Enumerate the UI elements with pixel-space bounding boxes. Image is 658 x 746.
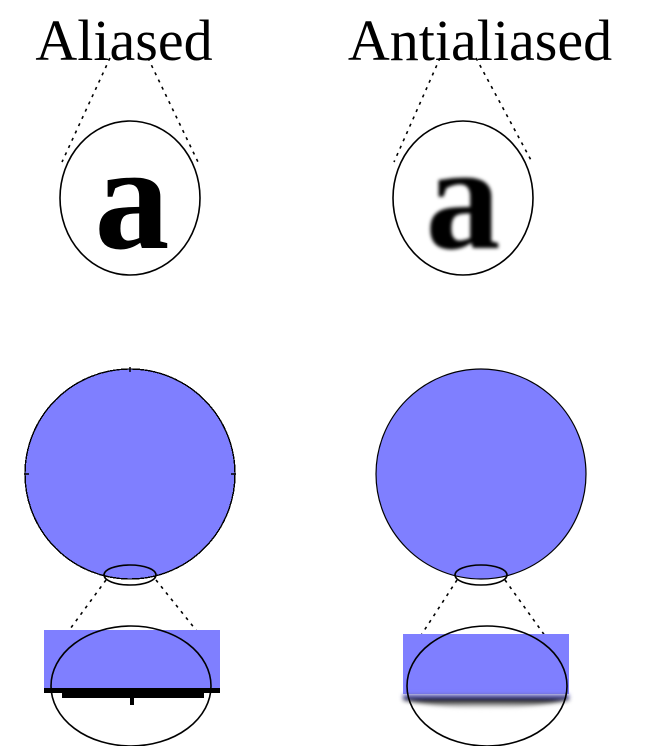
- lens-ellipse-antialiased: [454, 564, 508, 586]
- magnified-aliased-edge: [44, 625, 220, 746]
- title-aliased: Aliased: [35, 8, 212, 73]
- zoom-lines-aliased-text: [61, 57, 199, 163]
- aliased-glyph-letter: a: [95, 115, 170, 281]
- zoom-lines-antialiased-disc: [417, 579, 549, 641]
- lens-ellipse-aliased: [103, 564, 157, 586]
- antialiased-glyph-letter: a: [426, 115, 501, 281]
- title-antialiased: Antialiased: [348, 8, 612, 73]
- magnifier-circle-aliased-disc: [50, 625, 212, 746]
- magnifier-circle-antialiased-text: [392, 120, 534, 276]
- aliased-disc: [24, 367, 236, 580]
- magnified-antialiased-glyph: a: [392, 115, 534, 281]
- zoom-lines-antialiased-text: [393, 57, 533, 163]
- magnifier-circle-antialiased-disc: [406, 625, 568, 746]
- magnified-antialiased-edge: [403, 625, 569, 746]
- antialiased-disc: [375, 368, 587, 580]
- magnified-aliased-glyph: a: [59, 115, 201, 281]
- magnifier-circle-aliased-text: [59, 120, 201, 276]
